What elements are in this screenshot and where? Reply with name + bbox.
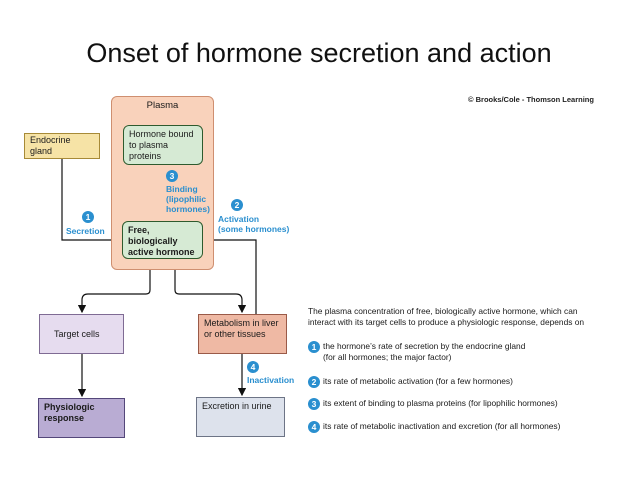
binding-label-line1: Binding [166, 184, 198, 194]
target-cells-label: Target cells [54, 328, 100, 339]
item-1-line1: the hormone’s rate of secretion by the e… [323, 341, 526, 351]
hormone-bound-box: Hormone bound to plasma proteins [123, 125, 203, 165]
target-cells-box: Target cells [39, 314, 124, 354]
item-1-badge: 1 [308, 341, 320, 353]
endocrine-gland-box: Endocrine gland [24, 133, 100, 159]
to-metabolism-arrow [174, 270, 247, 314]
activation-arrow [203, 235, 257, 314]
item-2-badge: 2 [308, 376, 320, 388]
copyright-credit: © Brooks/Cole - Thomson Learning [468, 95, 594, 104]
item-4-badge: 4 [308, 421, 320, 433]
secretion-label: Secretion [66, 226, 105, 236]
free-hormone-box: Free, biologically active hormone [122, 221, 203, 259]
metabolism-box: Metabolism in liver or other tissues [198, 314, 287, 354]
step-2-badge: 2 [231, 199, 243, 211]
plasma-label: Plasma [146, 100, 179, 111]
to-target-arrow [77, 270, 151, 314]
activation-label-line1: Activation [218, 214, 260, 224]
activation-label-line2: (some hormones) [218, 224, 290, 234]
slide-title: Onset of hormone secretion and action [86, 38, 552, 68]
binding-label: Binding (lipophilic hormones) [166, 184, 210, 214]
item-1-line2: (for all hormones; the major factor) [323, 351, 452, 362]
item-3-text: its extent of binding to plasma proteins… [323, 398, 558, 408]
item-2-text: its rate of metabolic activation (for a … [323, 376, 513, 386]
step-1-badge: 1 [82, 211, 94, 223]
item-3-badge: 3 [308, 398, 320, 410]
activation-label: Activation (some hormones) [218, 214, 289, 234]
step-4-badge: 4 [247, 361, 259, 373]
intro-line-1: The plasma concentration of free, biolog… [308, 306, 578, 316]
excretion-box: Excretion in urine [196, 397, 285, 437]
binding-label-line2: (lipophilic [166, 194, 207, 204]
intro-line-2: interact with its target cells to produc… [308, 317, 585, 327]
inactivation-label: Inactivation [247, 375, 295, 385]
binding-label-line3: hormones) [166, 204, 210, 214]
secretion-arrow [61, 159, 122, 245]
endocrine-gland-label: Endocrine gland [30, 135, 71, 156]
item-1-text: the hormone’s rate of secretion by the e… [323, 341, 525, 362]
step-3-badge: 3 [166, 170, 178, 182]
item-4-text: its rate of metabolic inactivation and e… [323, 421, 561, 431]
explanation-intro: The plasma concentration of free, biolog… [308, 306, 604, 328]
physiologic-response-box: Physiologic response [38, 398, 125, 438]
